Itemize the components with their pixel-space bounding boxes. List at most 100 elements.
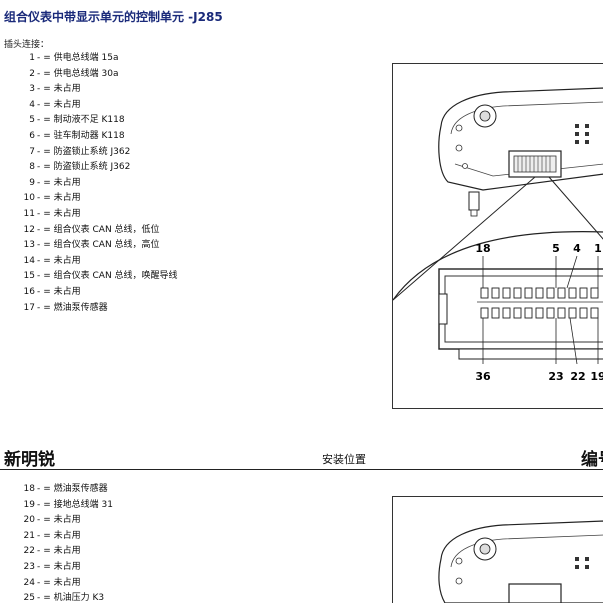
connector-diagram: 18 5 4 1 36 23 22 19 <box>392 63 603 409</box>
pin-separator: - <box>37 302 41 313</box>
pin-number: 10 <box>23 193 35 204</box>
pin-row: 17-= 燃油泵传感器 <box>10 301 280 317</box>
pin-description: = 供电总线端 30a <box>43 68 119 79</box>
pin-description: = 机油压力 K3 <box>43 593 105 604</box>
pin-number: 13 <box>23 240 35 251</box>
pin-description: = 接地总线端 31 <box>43 499 113 510</box>
connector-diagram-svg: 18 5 4 1 36 23 22 19 <box>393 87 603 383</box>
pin-number: 1 <box>29 53 35 63</box>
pin-row: 21-= 未占用 <box>10 529 280 545</box>
pin-row: 15-= 组合仪表 CAN 总线，唤醒导线 <box>10 269 280 285</box>
pin-number: 20 <box>23 515 35 526</box>
pin-row: 14-= 未占用 <box>10 254 280 270</box>
pin-description: = 制动液不足 K118 <box>43 115 125 126</box>
pin-description: = 燃油泵传感器 <box>43 302 108 313</box>
pin-separator: - <box>37 177 41 188</box>
pin-number: 7 <box>29 146 35 157</box>
pin-separator: - <box>37 193 41 204</box>
pin-description: = 未占用 <box>43 546 81 557</box>
pin-row: 20-= 未占用 <box>10 513 280 529</box>
pin-row: 5-= 制动液不足 K118 <box>10 113 280 129</box>
pin-separator: - <box>37 271 41 282</box>
pin-row: 23-= 未占用 <box>10 560 280 576</box>
pin-number: 2 <box>29 68 35 79</box>
pin-row: 7-= 防盗锁止系统 J362 <box>10 145 280 161</box>
pin-separator: - <box>37 546 41 557</box>
pin-row: 11-= 未占用 <box>10 207 280 223</box>
diagram-label-22: 22 <box>570 370 585 383</box>
pin-number: 16 <box>23 286 35 297</box>
diagram-label-36: 36 <box>475 370 491 383</box>
pin-separator: - <box>37 146 41 157</box>
pin-separator: - <box>37 530 41 541</box>
pin-number: 18 <box>23 484 35 494</box>
section-divider <box>0 469 603 470</box>
page-title: 组合仪表中带显示单元的控制单元 -J285 <box>4 10 223 24</box>
pin-description: = 组合仪表 CAN 总线，唤醒导线 <box>43 271 178 282</box>
pin-separator: - <box>37 68 41 79</box>
pin-number: 6 <box>29 130 35 141</box>
pin-number: 8 <box>29 162 35 173</box>
section-center-title: 安装位置 <box>322 453 366 466</box>
pin-separator: - <box>37 162 41 173</box>
pin-number: 17 <box>23 302 35 313</box>
pin-row: 13-= 组合仪表 CAN 总线，高位 <box>10 238 280 254</box>
pin-separator: - <box>37 499 41 510</box>
pin-number: 4 <box>29 99 35 110</box>
pin-row: 6-= 驻车制动器 K118 <box>10 129 280 145</box>
pin-description: = 未占用 <box>43 530 81 541</box>
pin-description: = 未占用 <box>43 561 81 572</box>
pin-number: 24 <box>23 577 35 588</box>
pin-number: 22 <box>23 546 35 557</box>
pin-description: = 未占用 <box>43 577 81 588</box>
diagram-label-1: 1 <box>594 242 602 255</box>
pin-separator: - <box>37 53 41 63</box>
pin-row: 10-= 未占用 <box>10 191 280 207</box>
pin-row: 12-= 组合仪表 CAN 总线，低位 <box>10 223 280 239</box>
pin-separator: - <box>37 130 41 141</box>
pin-separator: - <box>37 240 41 251</box>
diagram-label-19: 19 <box>590 370 603 383</box>
section-right-title: 编号 <box>581 450 603 470</box>
pin-number: 19 <box>23 499 35 510</box>
pin-separator: - <box>37 99 41 110</box>
pin-row: 4-= 未占用 <box>10 98 280 114</box>
pin-description: = 未占用 <box>43 99 81 110</box>
pin-description: = 驻车制动器 K118 <box>43 130 125 141</box>
diagram-label-4: 4 <box>573 242 581 255</box>
pin-description: = 未占用 <box>43 177 81 188</box>
pin-number: 21 <box>23 530 35 541</box>
diagram-label-23: 23 <box>548 370 563 383</box>
pin-description: = 未占用 <box>43 515 81 526</box>
pin-separator: - <box>37 593 41 604</box>
pin-number: 14 <box>23 255 35 266</box>
pin-row: 8-= 防盗锁止系统 J362 <box>10 160 280 176</box>
pin-row: 2-= 供电总线端 30a <box>10 67 280 83</box>
pin-description: = 组合仪表 CAN 总线，低位 <box>43 224 160 235</box>
pin-separator: - <box>37 84 41 95</box>
diagram-label-18: 18 <box>475 242 490 255</box>
pin-row: 22-= 未占用 <box>10 544 280 560</box>
connector-heading: 插头连接： <box>4 40 50 50</box>
pin-description: = 未占用 <box>43 193 81 204</box>
pin-row: 9-= 未占用 <box>10 176 280 192</box>
connector-diagram-2 <box>392 496 603 603</box>
diagram-label-5: 5 <box>552 242 560 255</box>
pin-row: 16-= 未占用 <box>10 285 280 301</box>
pin-row: 19-= 接地总线端 31 <box>10 498 280 514</box>
pin-number: 9 <box>29 177 35 188</box>
pin-row: 1-= 供电总线端 15a <box>10 51 280 67</box>
pin-number: 25 <box>23 593 35 604</box>
pin-separator: - <box>37 286 41 297</box>
pin-description: = 防盗锁止系统 J362 <box>43 162 131 173</box>
pin-description: = 组合仪表 CAN 总线，高位 <box>43 240 160 251</box>
pin-number: 5 <box>29 115 35 126</box>
section-brand: 新明锐 <box>4 450 55 470</box>
pin-number: 3 <box>29 84 35 95</box>
pin-number: 11 <box>23 208 35 219</box>
pin-separator: - <box>37 484 41 494</box>
pin-description: = 未占用 <box>43 255 81 266</box>
pin-separator: - <box>37 224 41 235</box>
